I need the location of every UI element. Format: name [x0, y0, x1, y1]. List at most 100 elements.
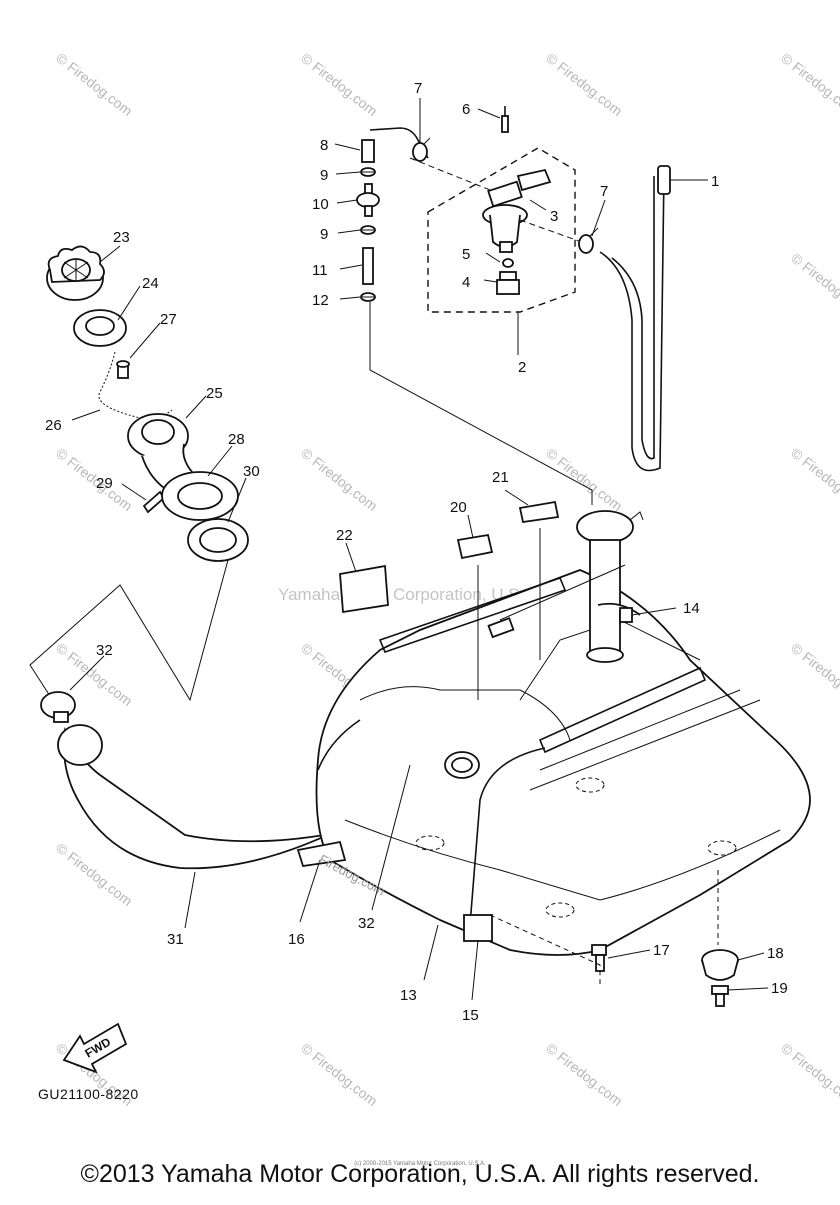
bolt-icon	[142, 490, 166, 514]
part-label-6: 6	[462, 101, 470, 118]
part-label-9a: 9	[320, 167, 328, 184]
hose-icon	[361, 139, 375, 163]
watermark: © Firedog.com	[53, 445, 135, 514]
tank-top-line	[359, 686, 571, 741]
copyright-notice: ©2013 Yamaha Motor Corporation, U.S.A. A…	[80, 1160, 760, 1188]
part-label-5: 5	[462, 246, 470, 263]
part-label-22: 22	[336, 527, 353, 544]
watermark: © Firedog.com	[298, 50, 380, 119]
watermark: © Firedog.com	[788, 250, 840, 319]
hose-icon	[362, 247, 374, 285]
strainer-icon	[496, 271, 520, 295]
watermark: © Firedog.com	[53, 50, 135, 119]
clip-icon	[360, 167, 376, 177]
clip-icon	[296, 840, 347, 867]
fuel-cock-icon	[482, 168, 552, 253]
tank-strap	[317, 719, 361, 771]
part-label-3: 3	[550, 208, 558, 225]
watermark: © Firedog.com	[778, 50, 840, 119]
routing-line	[369, 302, 593, 505]
part-label-2: 2	[518, 359, 526, 376]
bracket-icon	[463, 914, 493, 942]
part-label-17: 17	[653, 942, 670, 959]
sensor-probe-icon	[501, 115, 509, 133]
leader-lines	[69, 98, 769, 1001]
watermark: © Firedog.com	[543, 50, 625, 119]
screw-icon	[116, 360, 130, 379]
part-label-30: 30	[243, 463, 260, 480]
part-label-25: 25	[206, 385, 223, 402]
sensor-wire	[499, 564, 626, 621]
pump-assembly-box	[427, 147, 576, 313]
tank-strap	[378, 576, 567, 654]
watermark: © Firedog.com	[543, 1040, 625, 1109]
bolt-icon	[591, 944, 607, 972]
part-label-4: 4	[462, 274, 470, 291]
watermark: © Firedog.com	[788, 640, 840, 709]
tank-mount	[707, 840, 737, 856]
watermark: © Firedog.com	[788, 445, 840, 514]
part-label-7a: 7	[414, 80, 422, 97]
tank-mount	[415, 835, 445, 851]
label-sticker-icon	[456, 533, 494, 560]
part-label-12: 12	[312, 292, 329, 309]
o-ring-icon	[502, 258, 514, 268]
diagram-code: GU21100-8220	[38, 1086, 139, 1102]
fwd-arrow-icon: FWD	[62, 1022, 128, 1074]
part-label-10: 10	[312, 196, 329, 213]
seal-ring-icon	[187, 518, 249, 562]
tank-rib	[529, 699, 761, 791]
part-label-11: 11	[312, 262, 328, 279]
hose-end	[57, 724, 103, 766]
label-sticker-icon	[518, 500, 560, 524]
part-label-26: 26	[45, 417, 62, 434]
label-sticker-icon	[339, 564, 389, 614]
cap-gasket-icon	[73, 309, 127, 347]
part-label-31: 31	[167, 931, 184, 948]
watermark: © Firedog.com	[298, 445, 380, 514]
tank-mount	[545, 902, 575, 918]
part-label-28: 28	[228, 431, 245, 448]
part-labels: 1 2 3 4 5 6 7 7 8 9 9 10 11 12 13 14 15 …	[45, 80, 788, 1024]
tank-seam	[344, 819, 781, 901]
part-label-18: 18	[767, 945, 784, 962]
routing-line	[29, 559, 229, 702]
cap-chain	[98, 351, 173, 419]
part-label-32b: 32	[358, 915, 375, 932]
part-label-20: 20	[450, 499, 467, 516]
part-label-8: 8	[320, 137, 328, 154]
tank-strap	[469, 747, 546, 926]
band-clamp-screw	[619, 607, 633, 623]
part-label-7b: 7	[600, 183, 608, 200]
hose-clamp-icon	[40, 691, 76, 723]
part-label-1: 1	[711, 173, 719, 190]
part-label-19: 19	[771, 980, 788, 997]
part-label-32a: 32	[96, 642, 113, 659]
fuel-hose-inner	[611, 176, 655, 460]
tank-cap-port	[444, 751, 480, 779]
part-label-29: 29	[96, 475, 113, 492]
fuel-hose	[599, 171, 665, 472]
routing-line	[519, 219, 591, 246]
washer-icon	[161, 471, 239, 521]
tank-mount	[575, 777, 605, 793]
part-label-23: 23	[113, 229, 130, 246]
tank-rib	[539, 689, 741, 771]
part-label-15: 15	[462, 1007, 479, 1024]
connector-icon	[487, 617, 515, 639]
one-way-valve-icon	[356, 183, 380, 217]
part-label-24: 24	[142, 275, 159, 292]
clip-icon	[360, 292, 376, 302]
part-label-21: 21	[492, 469, 509, 486]
fuel-sender-icon	[576, 510, 644, 663]
part-label-13: 13	[400, 987, 417, 1004]
fuel-cap-icon	[46, 245, 105, 301]
tiny-credit: (c) 2000-2015 Yamaha Motor Corporation, …	[354, 1161, 486, 1167]
part-label-27: 27	[160, 311, 177, 328]
part-label-9b: 9	[320, 226, 328, 243]
hose-clamp-icon	[578, 227, 599, 254]
hose-icon	[657, 165, 671, 195]
part-label-14: 14	[683, 600, 700, 617]
